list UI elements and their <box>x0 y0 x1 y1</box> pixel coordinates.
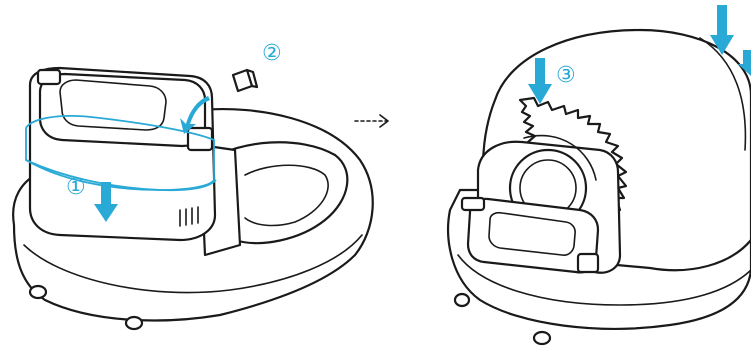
left-handle-clip-2 <box>188 128 212 150</box>
left-handle-clip-1 <box>38 70 60 84</box>
step1-marker: ① <box>66 175 86 200</box>
right-clip-1 <box>462 198 484 210</box>
left-device: ① ② <box>13 41 373 329</box>
dashed-arrow-icon <box>355 115 388 127</box>
left-small-part <box>233 70 257 91</box>
left-wheel-2 <box>126 317 142 329</box>
left-tank-top <box>40 74 205 146</box>
right-wheel-1 <box>455 294 469 306</box>
step2-marker: ② <box>262 41 282 66</box>
right-wheel-2 <box>534 332 550 344</box>
left-wheel-1 <box>30 286 46 298</box>
right-clip-2 <box>578 254 598 272</box>
right-device: ③ <box>448 5 751 344</box>
step3-marker: ③ <box>556 63 576 88</box>
